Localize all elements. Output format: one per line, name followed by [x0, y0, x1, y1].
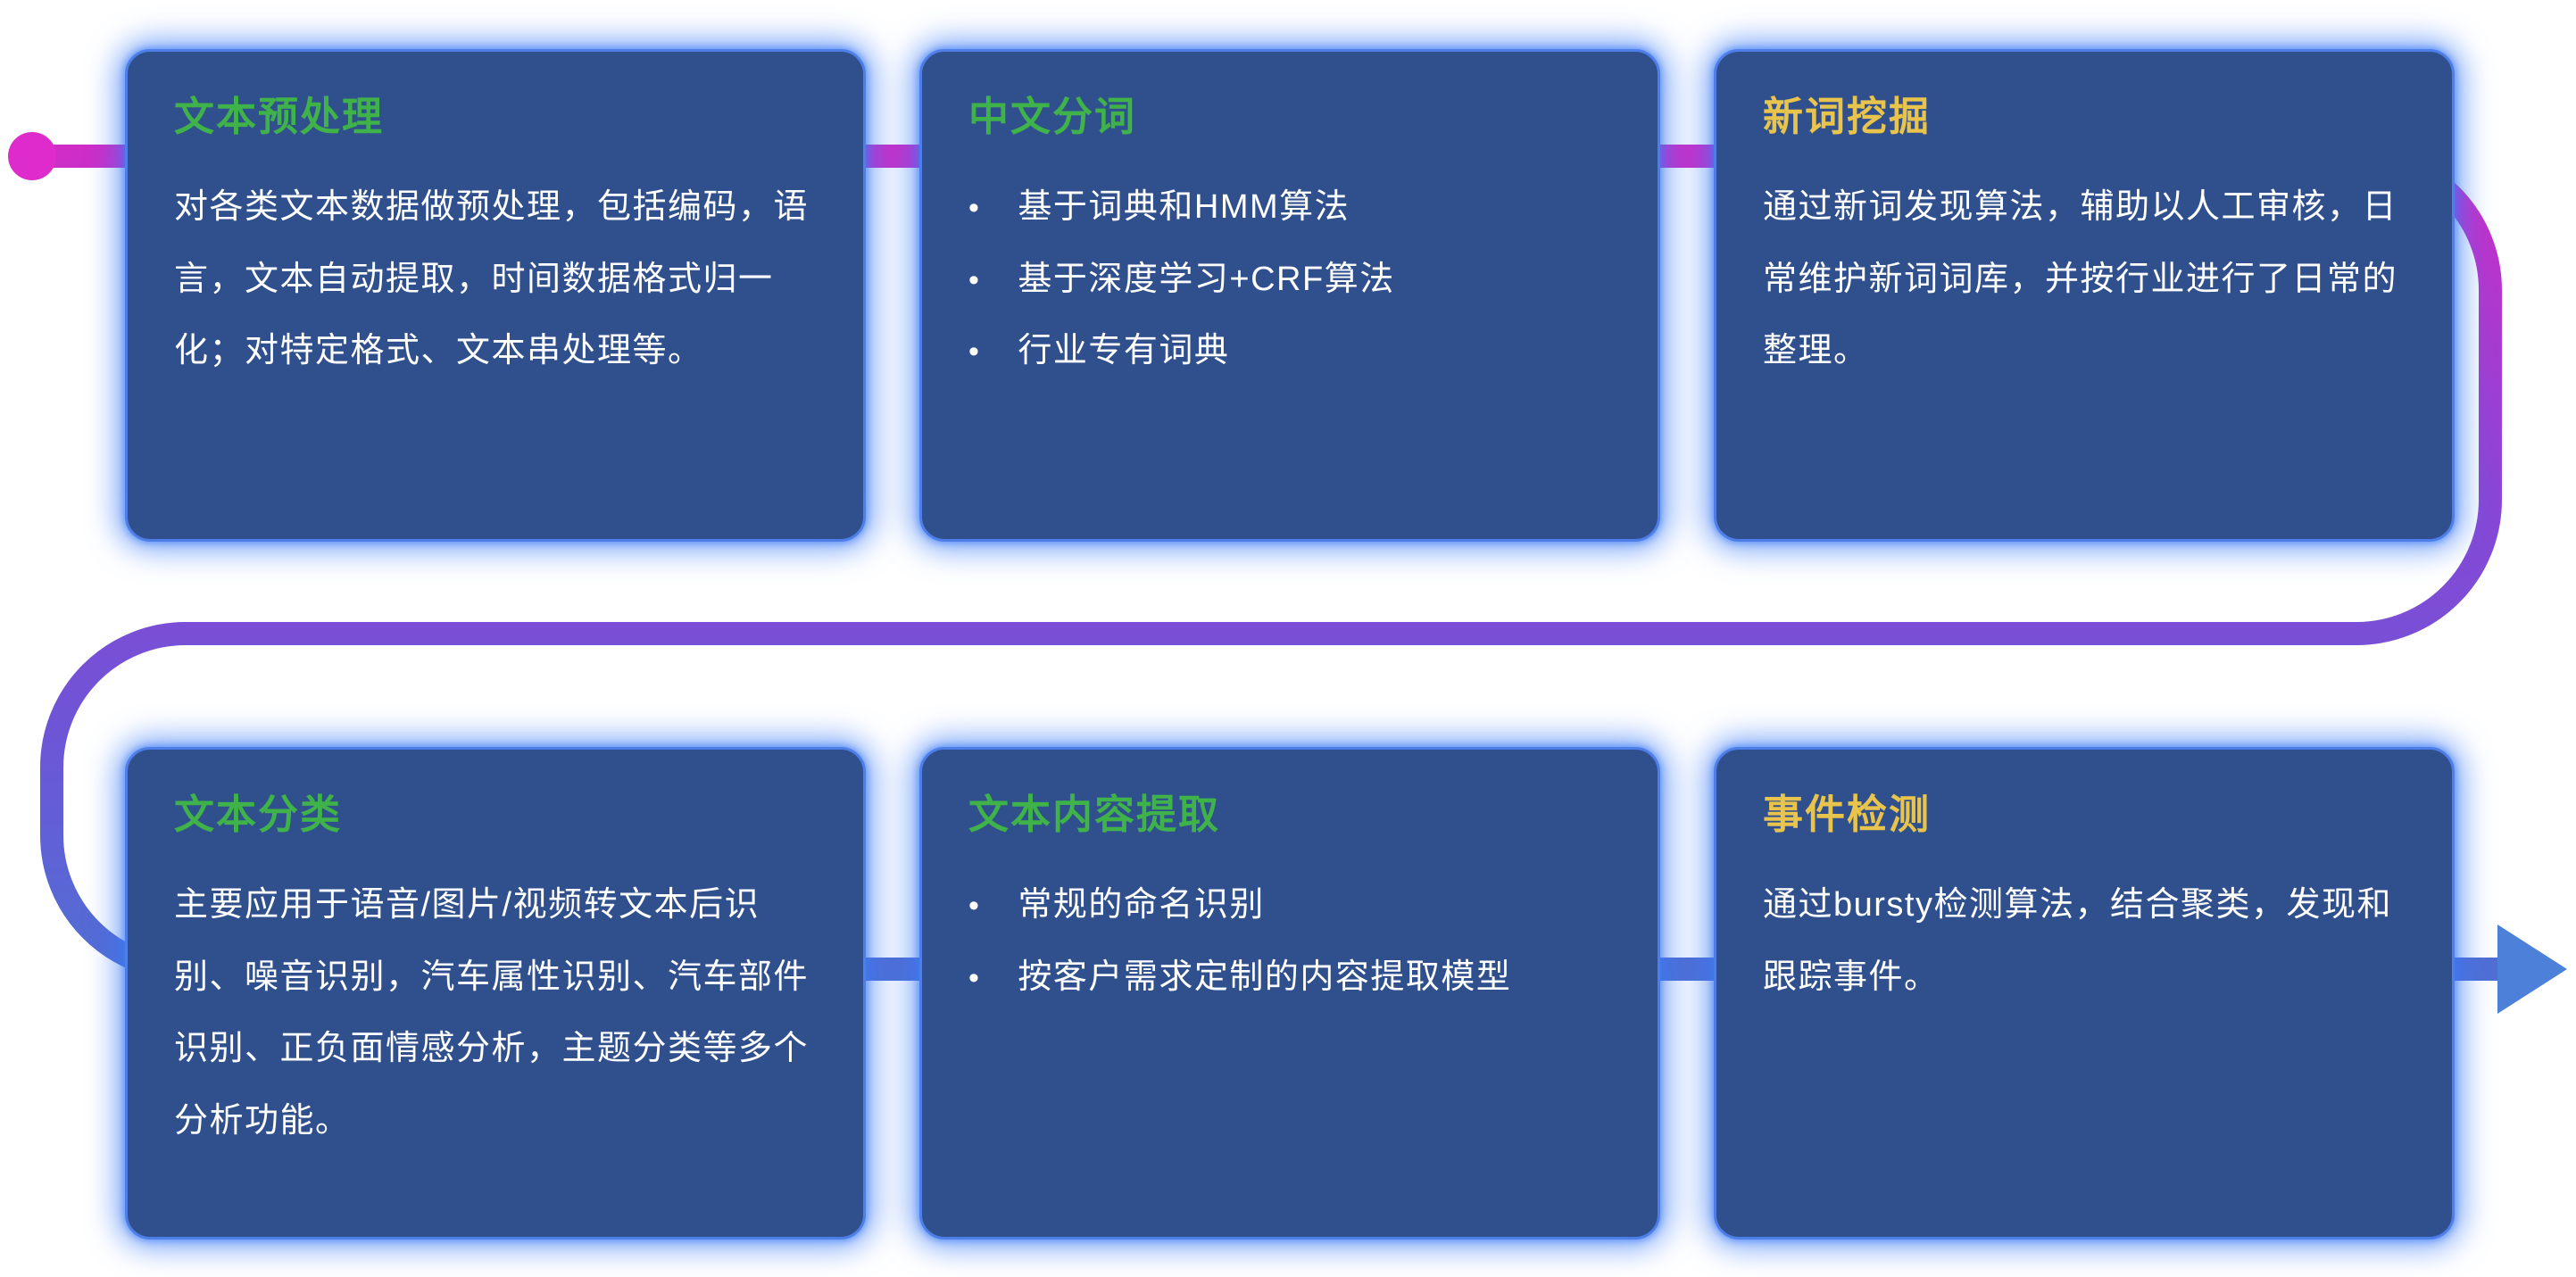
card-bullet-list: 常规的命名识别按客户需求定制的内容提取模型: [968, 869, 1611, 1013]
bullet-item: 常规的命名识别: [968, 869, 1611, 941]
card-new-word-mining: 新词挖掘 通过新词发现算法，辅助以人工审核，日常维护新词词库，并按行业进行了日常…: [1714, 49, 2455, 542]
bullet-item: 基于深度学习+CRF算法: [968, 244, 1611, 316]
card-title: 文本预处理: [174, 94, 385, 139]
bullet-item: 按客户需求定制的内容提取模型: [968, 941, 1611, 1014]
card-body: 通过新词发现算法，辅助以人工审核，日常维护新词词库，并按行业进行了日常的整理。: [1763, 188, 2398, 370]
card-title: 文本分类: [174, 792, 343, 837]
card-body: 通过bursty检测算法，结合聚类，发现和跟踪事件。: [1763, 886, 2392, 996]
card-text-classification: 文本分类 主要应用于语音/图片/视频转文本后识别、噪音识别，汽车属性识别、汽车部…: [125, 747, 866, 1240]
bullet-item: 基于词典和HMM算法: [968, 171, 1611, 244]
card-text-preprocessing: 文本预处理 对各类文本数据做预处理，包括编码，语言，文本自动提取，时间数据格式归…: [125, 49, 866, 542]
card-title: 新词挖掘: [1763, 94, 1932, 139]
card-bullet-list: 基于词典和HMM算法基于深度学习+CRF算法行业专有词典: [968, 171, 1611, 387]
card-chinese-word-segmentation: 中文分词 基于词典和HMM算法基于深度学习+CRF算法行业专有词典: [919, 49, 1660, 542]
flow-start-dot: [8, 132, 56, 180]
card-body: 对各类文本数据做预处理，包括编码，语言，文本自动提取，时间数据格式归一化；对特定…: [174, 188, 810, 370]
flow-path: [32, 145, 2510, 981]
card-title: 中文分词: [968, 94, 1137, 139]
bullet-item: 行业专有词典: [968, 315, 1611, 387]
card-text-content-extraction: 文本内容提取 常规的命名识别按客户需求定制的内容提取模型: [919, 747, 1660, 1240]
card-event-detection: 事件检测 通过bursty检测算法，结合聚类，发现和跟踪事件。: [1714, 747, 2455, 1240]
flow-end-arrow-icon: [2497, 925, 2567, 1014]
card-title: 文本内容提取: [968, 792, 1221, 837]
card-body: 主要应用于语音/图片/视频转文本后识别、噪音识别，汽车属性识别、汽车部件识别、正…: [174, 886, 810, 1140]
card-title: 事件检测: [1763, 792, 1932, 837]
